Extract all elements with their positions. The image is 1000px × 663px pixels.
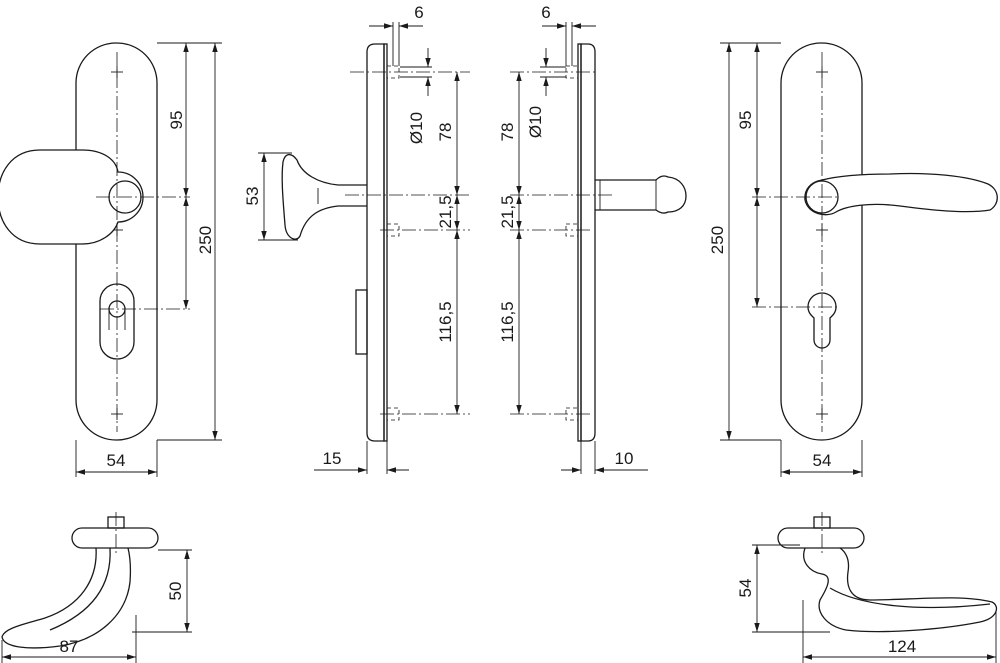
side-view-lever: 6 Ø10 78 21,5 116,5 10 (498, 3, 687, 474)
dim-handle-height-right: 54 (736, 579, 755, 598)
dim-mid-lever: 21,5 (498, 195, 517, 228)
right-handle-side-view: 54 124 (736, 512, 998, 663)
dim-plate-height-right: 250 (708, 226, 727, 254)
lever-profile (595, 175, 687, 214)
dim-handle-reach-right: 124 (888, 637, 916, 656)
lever-plate-side (580, 43, 596, 442)
dim-spindle-offset-lever: 6 (541, 3, 550, 22)
front-view-lever-plate: 95 250 54 (708, 42, 998, 477)
cylinder-cutout (99, 283, 135, 360)
dim-hole-dia-lever: Ø10 (526, 106, 545, 138)
left-handle-side-view: 50 87 (1, 512, 192, 663)
dim-hole-distance-left: 95 (167, 111, 186, 130)
dim-handle-height-left: 50 (166, 582, 185, 601)
dim-thickness-knob: 15 (323, 449, 342, 468)
dim-plate-width-left: 54 (107, 451, 126, 470)
handle-profile-left (1, 547, 132, 649)
dim-upper-knob: 78 (436, 123, 455, 142)
lever-plate-front-face (577, 43, 582, 442)
dim-plate-height-left: 250 (196, 226, 215, 254)
dim-thickness-lever: 10 (615, 449, 634, 468)
dim-mid-knob: 21,5 (436, 195, 455, 228)
dim-upper-lever: 78 (498, 123, 517, 142)
knob-outline (0, 149, 144, 245)
plate-outline-right (780, 42, 863, 441)
cam-tab (355, 289, 368, 355)
dim-spindle-offset-knob: 6 (414, 3, 423, 22)
dim-plate-width-right: 54 (813, 451, 832, 470)
dim-handle-reach-left: 87 (60, 637, 79, 656)
dim-knob-height: 53 (243, 187, 262, 206)
dim-lower-knob: 116,5 (436, 301, 455, 342)
front-view-knob-plate: 95 250 54 (0, 42, 222, 477)
rosette-left (71, 527, 159, 549)
handle-profile-right (803, 547, 998, 633)
knob-plate-front-face (383, 43, 388, 442)
dim-hole-dia-knob: Ø10 (407, 112, 426, 144)
knob-plate-side (366, 43, 385, 442)
dim-lower-lever: 116,5 (498, 301, 517, 342)
dim-hole-distance-right: 95 (736, 111, 755, 130)
knob-profile (281, 153, 367, 240)
lever-outline (804, 172, 998, 216)
side-view-knob: 6 Ø10 78 21,5 116,5 53 15 (243, 3, 470, 474)
